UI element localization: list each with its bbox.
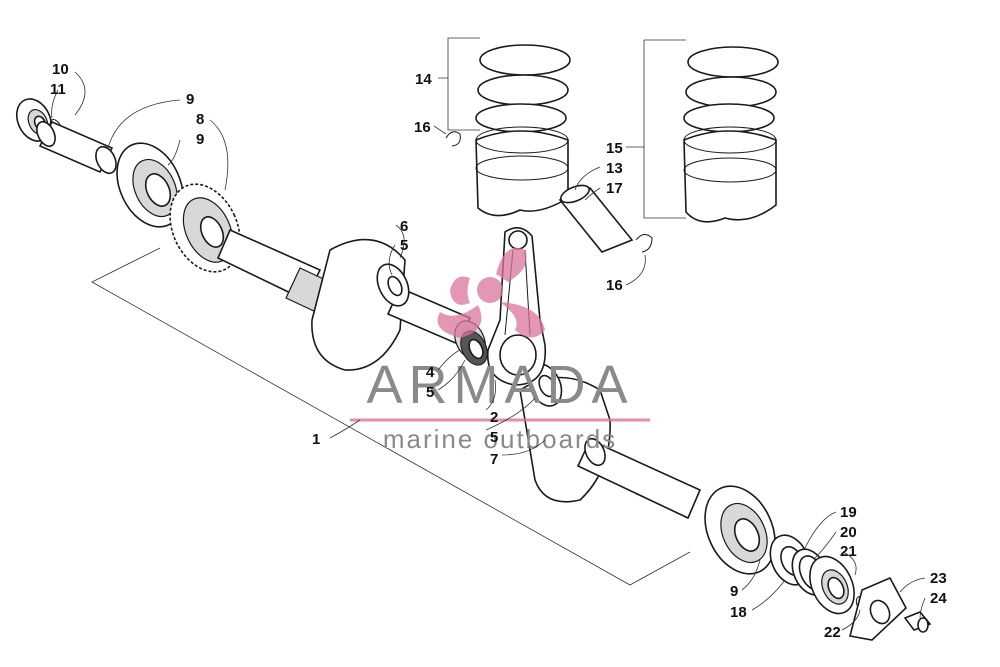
piston-rings-right bbox=[683, 46, 779, 133]
leader-lines bbox=[51, 37, 926, 631]
main-bearing-left bbox=[116, 142, 184, 228]
brand-name: ARMADA bbox=[366, 355, 633, 415]
piston-pin bbox=[558, 184, 634, 253]
needle-bearing bbox=[460, 330, 488, 366]
brand-watermark: ARMADA marine outboards bbox=[350, 247, 650, 454]
callout-5-upper: 5 bbox=[400, 237, 408, 254]
callout-6: 6 bbox=[400, 218, 408, 235]
piston-rings-left bbox=[475, 44, 571, 133]
callout-labels: 10 11 9 8 9 6 5 4 5 2 5 7 1 14 16 15 13 … bbox=[50, 61, 947, 641]
callout-2: 2 bbox=[490, 409, 498, 426]
callout-9-right: 9 bbox=[730, 583, 738, 600]
callout-16-left: 16 bbox=[414, 119, 431, 136]
callout-8: 8 bbox=[196, 111, 204, 128]
oil-seal bbox=[809, 555, 855, 615]
crankshaft-assembly-bracket bbox=[91, 247, 691, 586]
piston-left bbox=[475, 126, 569, 217]
callout-10: 9 bbox=[186, 91, 194, 108]
callout-19: 19 bbox=[840, 504, 857, 521]
callout-3: 4 bbox=[426, 364, 435, 381]
circlip-left bbox=[445, 131, 461, 147]
callout-18: 18 bbox=[730, 604, 747, 621]
callout-22: 22 bbox=[824, 624, 841, 641]
callout-14: 14 bbox=[415, 71, 432, 88]
callout-1: 1 bbox=[312, 431, 320, 448]
thrust-washer-left bbox=[376, 263, 410, 307]
callout-5-lower: 5 bbox=[490, 429, 498, 446]
callout-9-left: 9 bbox=[196, 131, 204, 148]
callout-13: 13 bbox=[606, 160, 623, 177]
callout-7: 7 bbox=[490, 451, 498, 468]
callout-17: 17 bbox=[606, 180, 623, 197]
main-bearing-right bbox=[704, 485, 776, 575]
callout-15: 15 bbox=[606, 140, 623, 157]
armada-logo-icon bbox=[437, 247, 545, 338]
callout-23: 23 bbox=[930, 570, 947, 587]
callout-11: 10 bbox=[52, 61, 69, 78]
sleeve-shaft bbox=[36, 120, 117, 175]
callout-20: 20 bbox=[840, 524, 857, 541]
plate-bolt bbox=[903, 611, 932, 633]
callout-24: 24 bbox=[930, 590, 947, 607]
callout-12: 11 bbox=[50, 81, 66, 98]
callout-21: 21 bbox=[840, 543, 857, 560]
callout-16-right: 16 bbox=[606, 277, 623, 294]
circlip-right bbox=[635, 234, 653, 253]
callout-4: 5 bbox=[426, 384, 434, 401]
brand-tagline: marine outboards bbox=[383, 424, 617, 454]
piston-right bbox=[683, 126, 777, 223]
retainer-plate bbox=[849, 576, 907, 641]
